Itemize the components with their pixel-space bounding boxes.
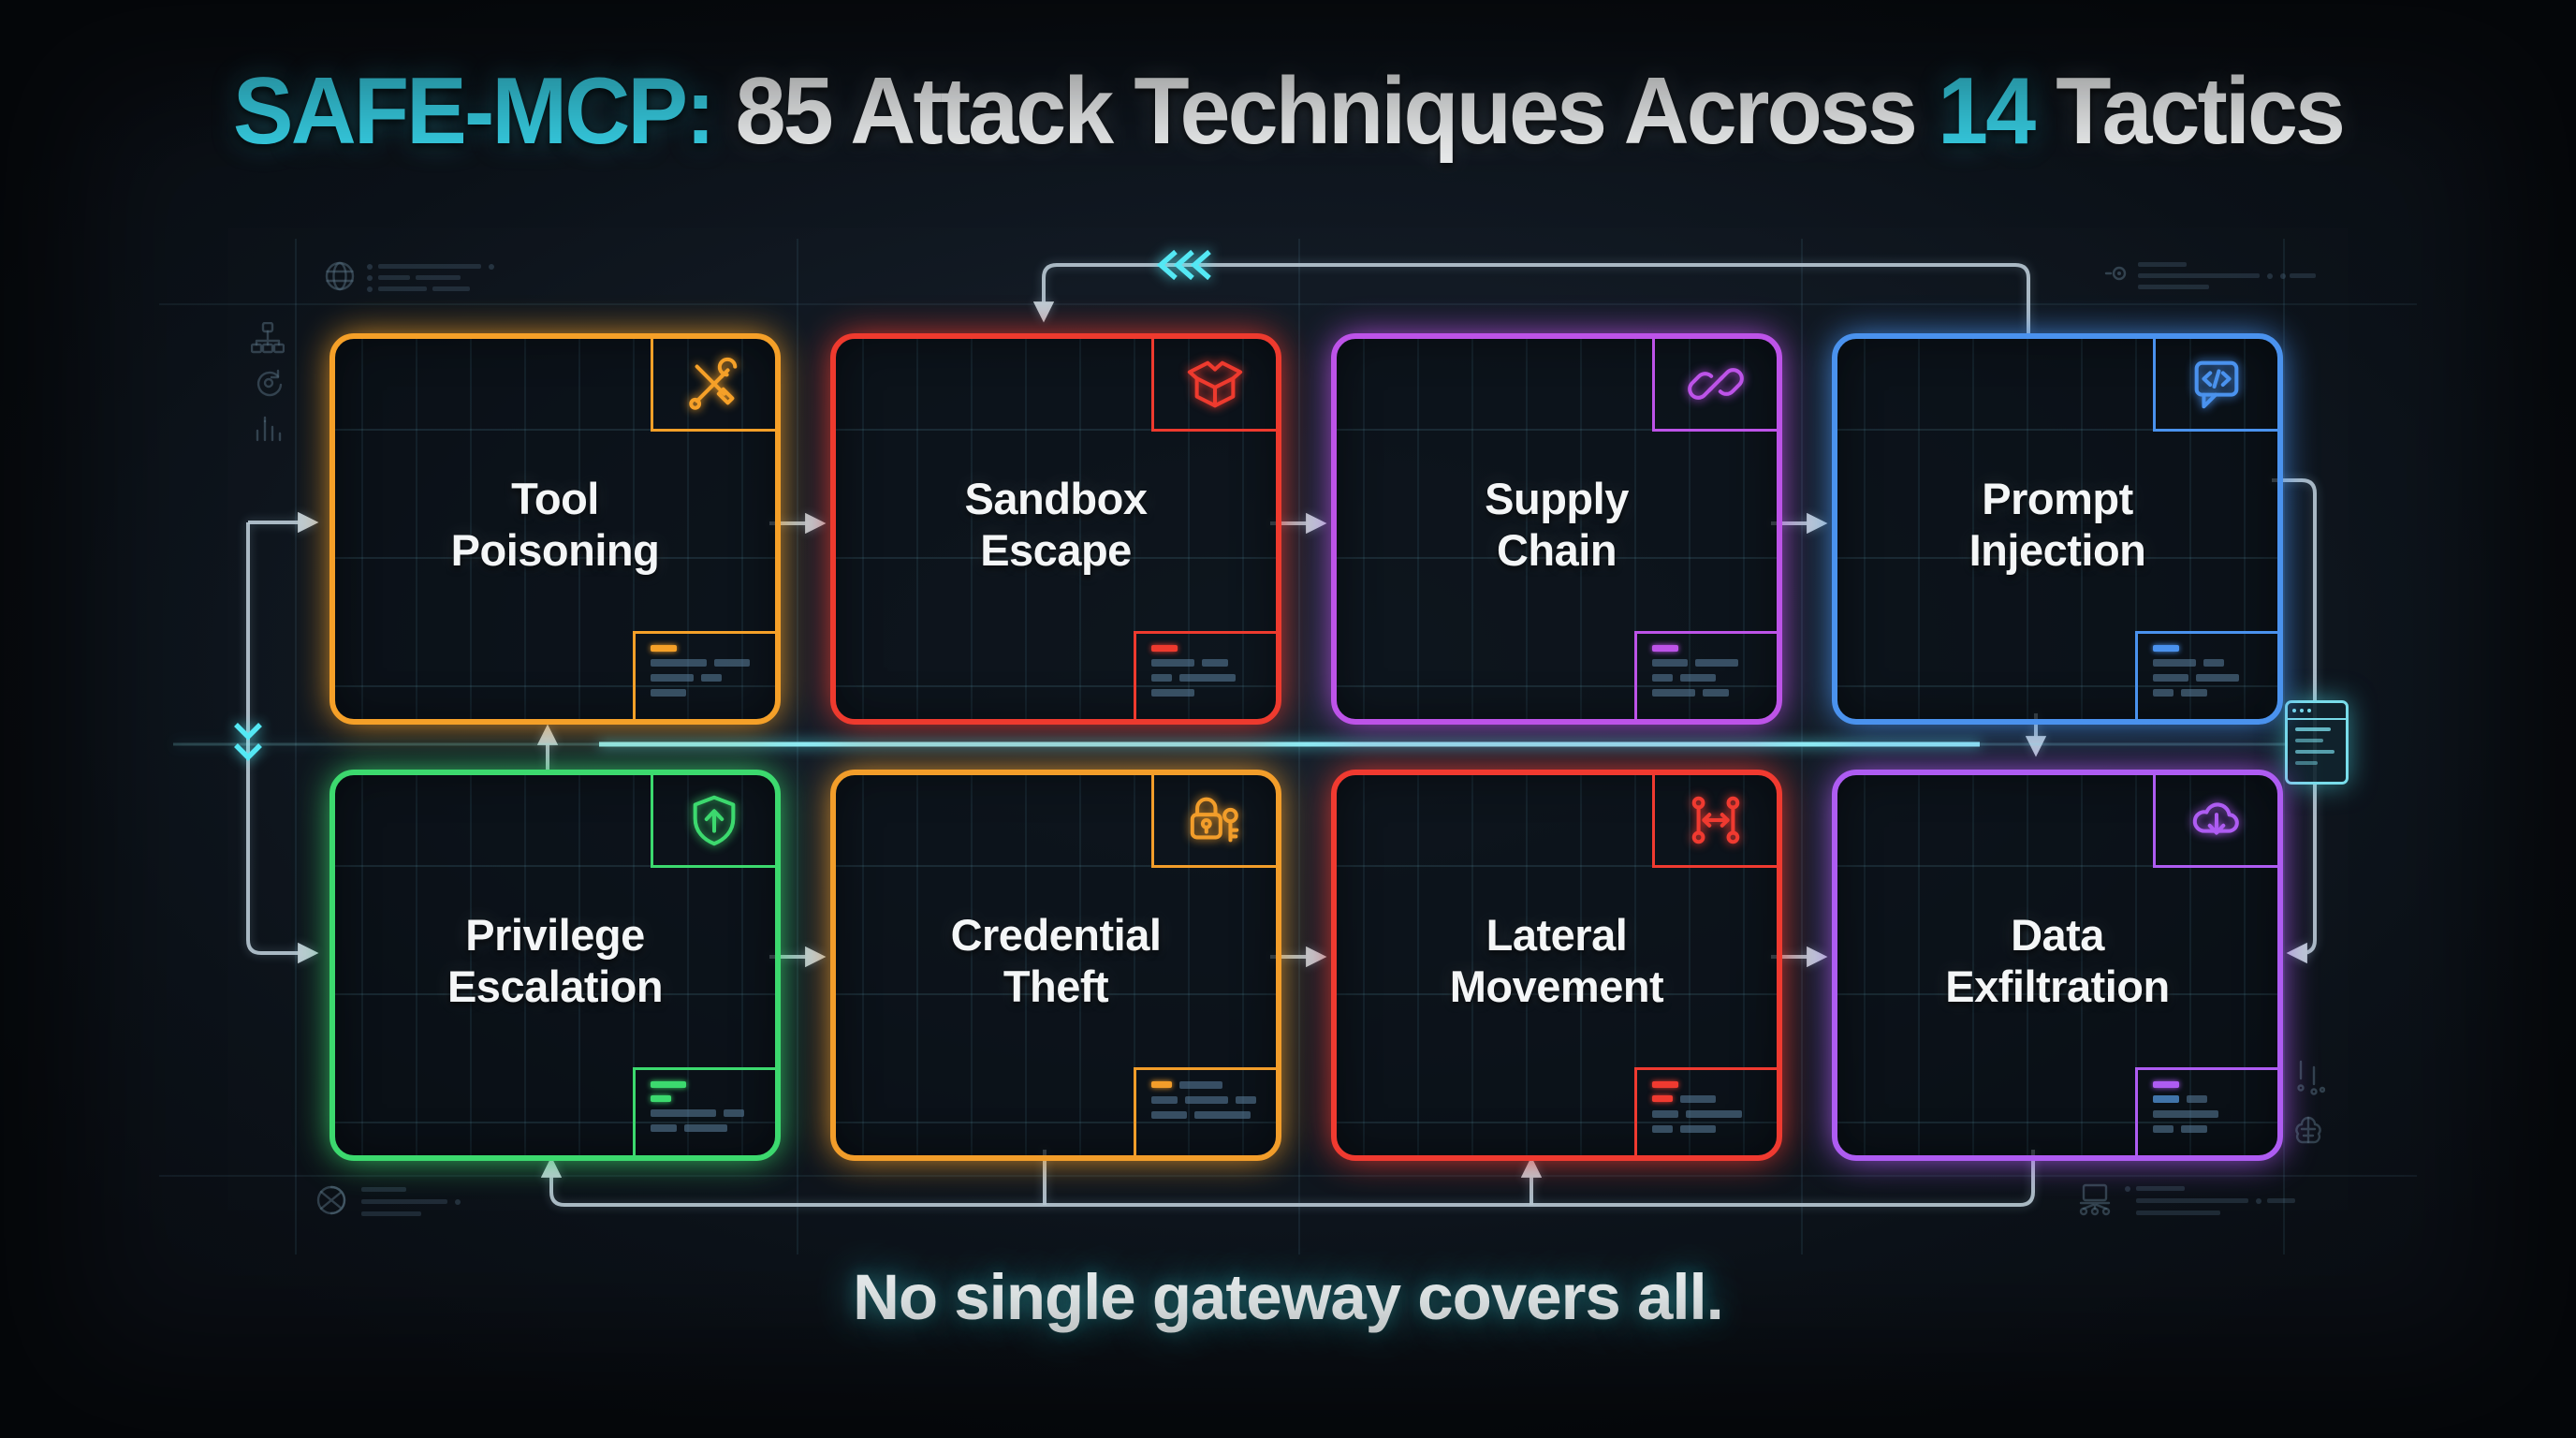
card-detail-panel bbox=[1134, 631, 1276, 719]
down-chevrons-icon bbox=[234, 723, 262, 761]
card-label-line1: Lateral bbox=[1486, 910, 1628, 961]
title-brand: SAFE-MCP: bbox=[232, 59, 716, 164]
sync-cycle-icon bbox=[256, 369, 283, 397]
card-label-line2: Movement bbox=[1449, 961, 1664, 1011]
card-label-line1: Sandbox bbox=[964, 474, 1148, 524]
card-label-line1: Supply bbox=[1485, 474, 1629, 524]
card-label-line2: Exfiltration bbox=[1945, 961, 2170, 1011]
wire-left-drop-to-privilege bbox=[246, 522, 319, 964]
card-privilege-escalation: Privilege Escalation bbox=[329, 770, 781, 1161]
browser-window-icon bbox=[2285, 700, 2349, 785]
card-lateral-movement: Lateral Movement bbox=[1331, 770, 1782, 1161]
card-detail-panel bbox=[1634, 631, 1777, 719]
signal-bars-icon bbox=[2297, 1060, 2325, 1095]
card-tool-poisoning: Tool Poisoning bbox=[329, 333, 781, 725]
brain-icon bbox=[2295, 1116, 2321, 1144]
deco-bottom-right bbox=[2076, 1181, 2320, 1225]
card-icon-chip bbox=[2153, 339, 2277, 432]
deco-left-icons bbox=[251, 322, 288, 453]
bg-gridline bbox=[159, 1175, 2417, 1177]
card-icon-chip bbox=[1151, 775, 1276, 868]
bg-gridline bbox=[2283, 239, 2285, 1255]
tools-icon bbox=[689, 357, 738, 410]
card-label: Lateral Movement bbox=[1337, 910, 1777, 1012]
deco-right-column bbox=[2291, 1060, 2333, 1153]
deco-bottom-left bbox=[313, 1181, 556, 1225]
card-label-line2: Escalation bbox=[446, 961, 664, 1011]
card-supply-chain: Supply Chain bbox=[1331, 333, 1782, 725]
card-detail-panel bbox=[633, 631, 775, 719]
card-icon-chip bbox=[1652, 339, 1777, 432]
cloud-download-icon bbox=[2192, 802, 2239, 835]
wire-bottom-loop bbox=[540, 1150, 2035, 1207]
globe-icon bbox=[325, 261, 355, 291]
title-suffix: Tactics bbox=[2033, 59, 2346, 164]
card-icon-chip bbox=[651, 339, 775, 432]
card-icon-chip bbox=[2153, 775, 2277, 868]
bg-gridline bbox=[159, 303, 2417, 305]
card-label-line2: Chain bbox=[1496, 524, 1617, 575]
card-sandbox-escape: Sandbox Escape bbox=[830, 333, 1281, 725]
card-prompt-injection: Prompt Injection bbox=[1832, 333, 2283, 725]
org-chart-icon bbox=[251, 322, 285, 354]
card-label: Prompt Injection bbox=[1837, 474, 2277, 576]
card-data-exfiltration: Data Exfiltration bbox=[1832, 770, 2283, 1161]
rewind-chevrons-icon bbox=[1156, 249, 1211, 281]
card-icon-chip bbox=[1652, 775, 1777, 868]
card-label: Data Exfiltration bbox=[1837, 910, 2277, 1012]
shield-up-arrow-icon bbox=[693, 795, 736, 846]
card-detail-panel bbox=[1634, 1067, 1777, 1155]
card-icon-chip bbox=[651, 775, 775, 868]
bg-gridline bbox=[295, 239, 297, 1255]
chain-link-icon bbox=[1688, 368, 1744, 400]
card-label-line2: Injection bbox=[1969, 524, 2146, 575]
wire-top-loop-prompt-to-sandbox bbox=[1032, 263, 2030, 333]
deco-top-left bbox=[322, 258, 640, 301]
card-label: Credential Theft bbox=[836, 910, 1276, 1012]
footer-tagline: No single gateway covers all. bbox=[853, 1261, 1724, 1333]
card-label-line1: Tool bbox=[511, 474, 599, 524]
open-box-icon bbox=[1187, 360, 1243, 408]
page-title: SAFE-MCP: 85 Attack Techniques Across 14… bbox=[51, 58, 2525, 166]
card-detail-panel bbox=[2135, 1067, 2277, 1155]
title-middle: 85 Attack Techniques Across bbox=[712, 59, 1939, 164]
lock-key-icon bbox=[1190, 797, 1239, 843]
target-dot-icon bbox=[2104, 266, 2127, 281]
card-detail-panel bbox=[2135, 631, 2277, 719]
card-detail-panel bbox=[633, 1067, 775, 1155]
card-icon-chip bbox=[1151, 339, 1276, 432]
card-label-line2: Theft bbox=[1003, 961, 1109, 1011]
card-label: Supply Chain bbox=[1337, 474, 1777, 576]
card-label-line1: Privilege bbox=[465, 910, 645, 961]
network-nodes-arrow-icon bbox=[1691, 796, 1740, 844]
browser-titlebar bbox=[2288, 703, 2346, 720]
card-label-line1: Credential bbox=[950, 910, 1162, 961]
swirl-logo-icon bbox=[316, 1185, 346, 1215]
card-label: Sandbox Escape bbox=[836, 474, 1276, 576]
laptop-nodes-icon bbox=[2079, 1183, 2111, 1216]
card-credential-theft: Credential Theft bbox=[830, 770, 1281, 1161]
card-label-line1: Data bbox=[2011, 910, 2104, 961]
card-label-line1: Prompt bbox=[1982, 474, 2133, 524]
card-label: Privilege Escalation bbox=[335, 910, 775, 1012]
deco-top-right bbox=[2104, 260, 2338, 298]
card-label-line2: Poisoning bbox=[450, 524, 660, 575]
code-bubble-icon bbox=[2194, 360, 2239, 409]
card-detail-panel bbox=[1134, 1067, 1276, 1155]
bar-chart-icon bbox=[256, 416, 282, 442]
title-count: 14 bbox=[1938, 59, 2036, 164]
card-label: Tool Poisoning bbox=[335, 474, 775, 576]
card-label-line2: Escape bbox=[980, 524, 1132, 575]
